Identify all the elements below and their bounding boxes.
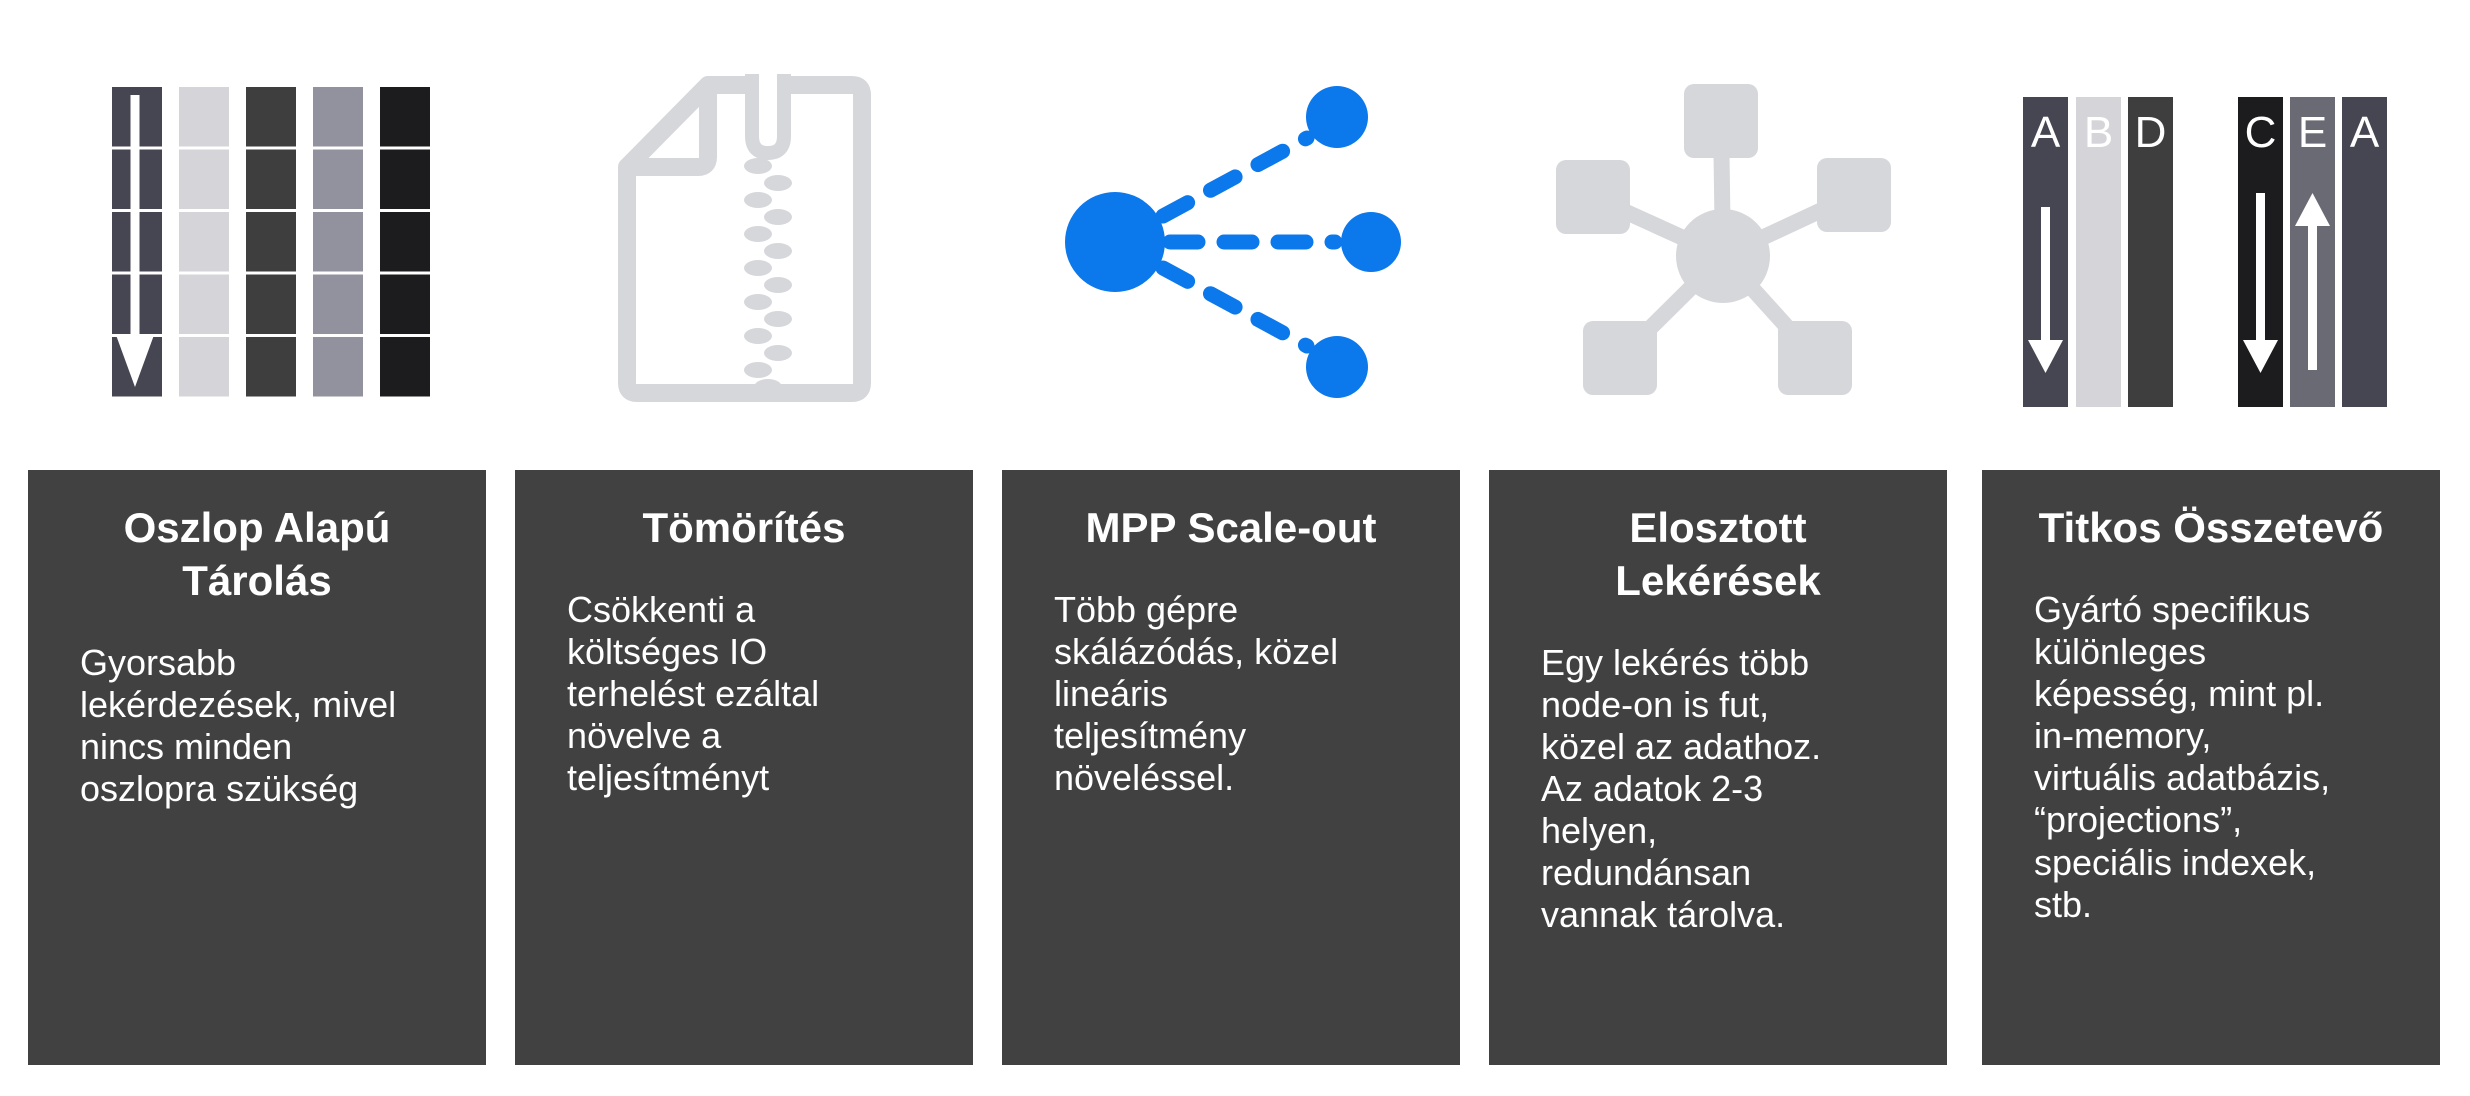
secret-ingredient-columns-icon: A B D C E A — [2023, 97, 2388, 407]
card-body: Gyártó specifikus különleges képesség, m… — [2034, 588, 2331, 925]
bar-letter: C — [2244, 108, 2277, 157]
feature-card-column-storage: Oszlop Alapú Tárolás Gyorsabb lekérdezés… — [28, 470, 486, 1065]
down-arrow-icon — [116, 95, 154, 387]
card-body: Gyorsabb lekérdezések, mivel nincs minde… — [80, 641, 397, 810]
up-arrow-icon — [2295, 193, 2330, 370]
feature-card-secret-ingredient: Titkos Összetevő Gyártó specifikus külön… — [1982, 470, 2440, 1065]
bar-d: D — [2128, 97, 2173, 407]
card-title: Tömörítés — [642, 504, 846, 551]
card-title: Oszlop Alapú Tárolás — [123, 504, 391, 604]
bar-b: B — [2076, 97, 2121, 407]
feature-card-compression: Tömörítés Csökkenti a költséges IO terhe… — [515, 470, 973, 1065]
card-body: Egy lekérés több node-on is fut, közel a… — [1541, 641, 1822, 936]
bar-letter: A — [2030, 108, 2061, 157]
card-body: Csökkenti a költséges IO terhelést ezált… — [567, 588, 820, 799]
feature-card-distributed-queries: Elosztott Lekérések Egy lekérés több nod… — [1489, 470, 1947, 1065]
zip-compression-icon — [618, 74, 871, 402]
zipper-teeth — [744, 158, 792, 395]
card-title: Titkos Összetevő — [2038, 504, 2384, 551]
distributed-queries-icon — [1556, 84, 1891, 395]
bar-letter: E — [2297, 108, 2328, 157]
bar-letter: A — [2349, 108, 2380, 157]
bar-a2: A — [2342, 97, 2387, 407]
bar-c: C — [2238, 97, 2283, 407]
card-title: MPP Scale-out — [1085, 504, 1377, 551]
feature-card-mpp-scale-out: MPP Scale-out Több gépre skálázódás, köz… — [1002, 470, 1460, 1065]
bar-letter: B — [2083, 108, 2114, 157]
bar-letter: D — [2134, 108, 2167, 157]
mpp-scale-out-icon — [1065, 86, 1401, 398]
card-body: Több gépre skálázódás, közel lineáris te… — [1054, 588, 1339, 799]
bar-a1: A — [2023, 97, 2068, 407]
card-title: Elosztott Lekérések — [1615, 504, 1821, 604]
bar-e: E — [2290, 97, 2335, 407]
down-arrow-icon — [2028, 207, 2063, 373]
column-storage-icon — [112, 87, 430, 397]
down-arrow-icon — [2243, 193, 2278, 373]
